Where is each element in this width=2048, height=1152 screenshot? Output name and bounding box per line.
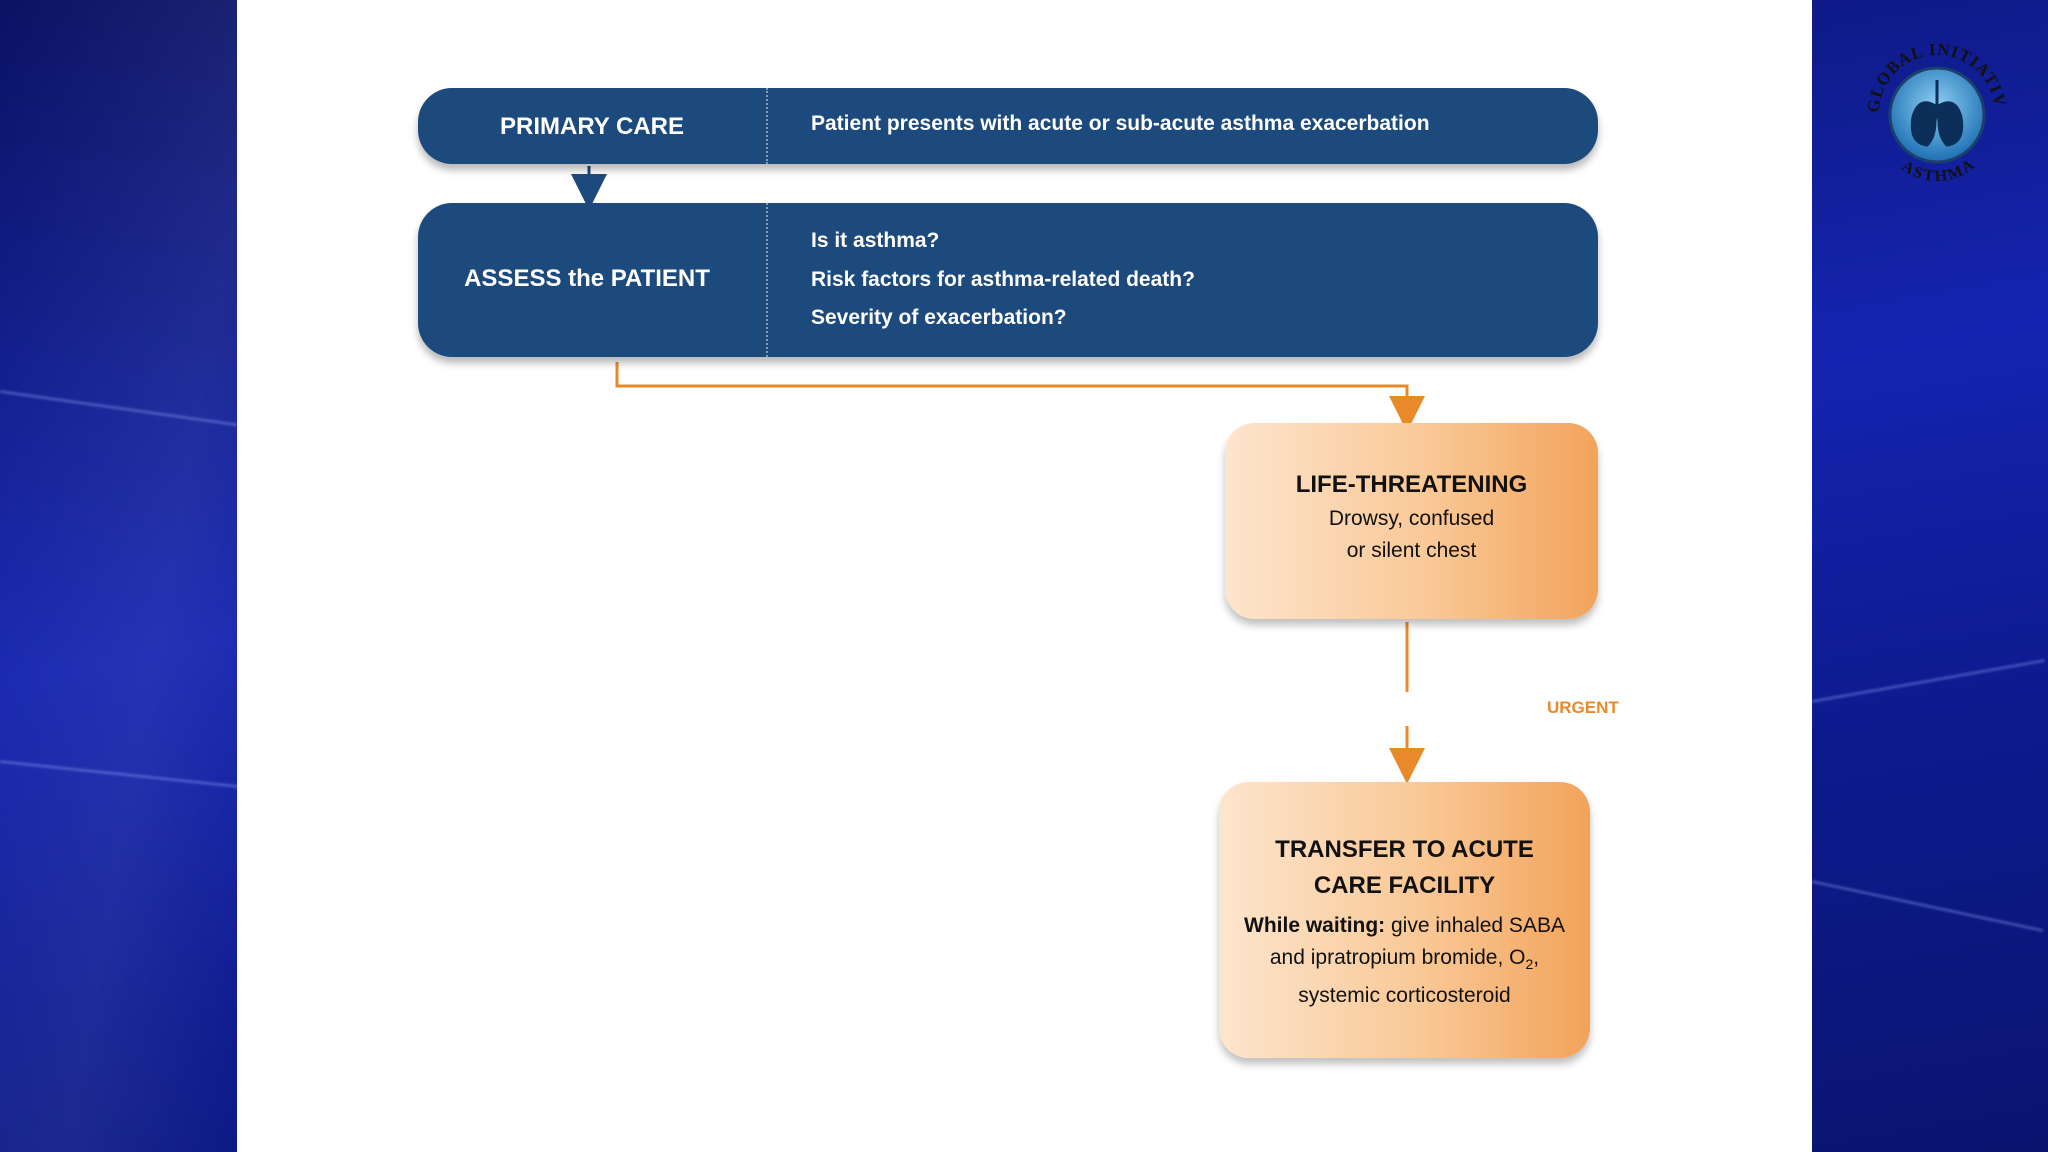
slide: GLOBAL INITIATIVE FOR ASTHMA PRIMARY CAR… (237, 0, 2009, 1152)
waiting-text-2a: and ipratropium bromide, O (1269, 946, 1526, 969)
band-divider (766, 88, 768, 164)
transfer-waiting-line-1: While waiting: give inhaled SABA (1219, 910, 1590, 942)
gina-logo: GLOBAL INITIATIVE FOR ASTHMA (1857, 25, 2009, 185)
primary-care-text: Patient presents with acute or sub-acute… (811, 112, 1430, 135)
while-waiting-label: While waiting: (1244, 914, 1386, 937)
life-threatening-title: LIFE-THREATENING (1295, 471, 1528, 498)
urgent-label: URGENT (1547, 698, 1619, 717)
life-threatening-box: LIFE-THREATENING Drowsy, confused or sil… (1225, 423, 1598, 619)
arrow-assess-to-life-threatening (615, 362, 1425, 432)
assess-question-1: Is it asthma? (811, 229, 940, 252)
assess-label: ASSESS the PATIENT (464, 265, 710, 292)
band-divider (766, 203, 768, 357)
life-threatening-line-2: or silent chest (1346, 539, 1477, 562)
life-threatening-line-1: Drowsy, confused (1328, 507, 1495, 530)
lungs-icon (1910, 80, 1964, 147)
assess-question-3: Severity of exacerbation? (811, 306, 1067, 329)
waiting-text-1: give inhaled SABA (1385, 914, 1565, 937)
transfer-title-line-1: TRANSFER TO ACUTE (1275, 836, 1534, 863)
assess-question-2: Risk factors for asthma-related death? (811, 268, 1195, 291)
primary-care-label: PRIMARY CARE (499, 113, 685, 140)
transfer-waiting-line-2: and ipratropium bromide, O2, (1219, 942, 1590, 980)
primary-care-band: PRIMARY CARE Patient presents with acute… (418, 88, 1598, 164)
transfer-waiting-line-3: systemic corticosteroid (1298, 984, 1511, 1008)
flow-connectors (571, 166, 1425, 784)
transfer-box: TRANSFER TO ACUTE CARE FACILITY While wa… (1219, 782, 1590, 1058)
waiting-text-2b: , (1533, 946, 1540, 969)
assess-patient-band: ASSESS the PATIENT Is it asthma? Risk fa… (418, 203, 1598, 357)
transfer-title-line-2: CARE FACILITY (1313, 872, 1496, 899)
oxygen-subscript: 2 (1525, 956, 1534, 973)
